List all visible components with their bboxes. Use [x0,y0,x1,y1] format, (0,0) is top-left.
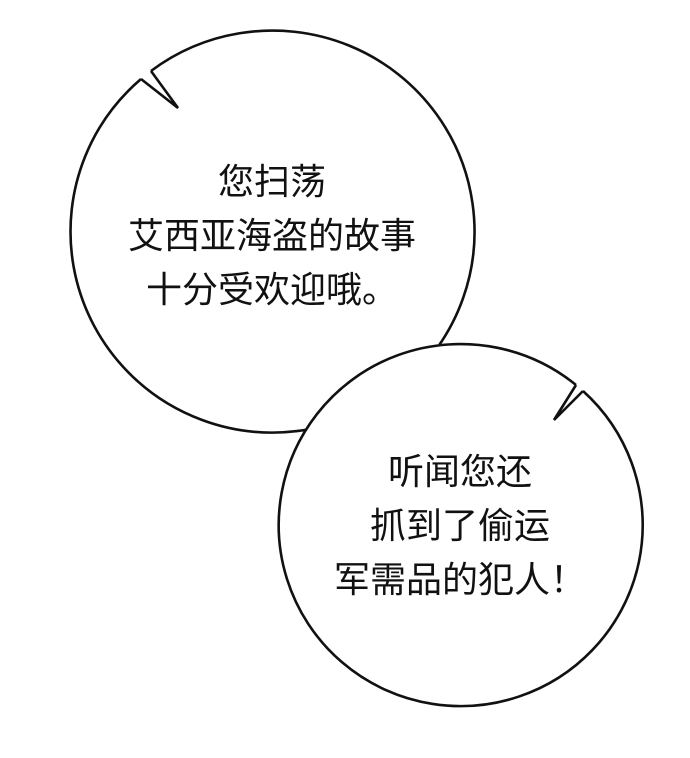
speech-bubble-1-text: 您扫荡 艾西亚海盗的故事 十分受欢迎哦。 [72,156,472,318]
speech-bubble-2-outline [277,342,644,708]
bubble-2-line-2: 抓到了偷运 [369,506,550,547]
speech-bubble-2-text: 听闻您还 抓到了偷运 军需品的犯人！ [290,446,630,608]
bubble-2-line-3: 军需品的犯人！ [333,560,586,601]
bubble-2-line-1: 听闻您还 [387,452,532,493]
bubble-1-line-1: 您扫荡 [217,162,326,203]
bubble-1-line-3: 十分受欢迎哦。 [145,270,398,311]
bubble-1-line-2: 艾西亚海盗的故事 [127,216,416,257]
